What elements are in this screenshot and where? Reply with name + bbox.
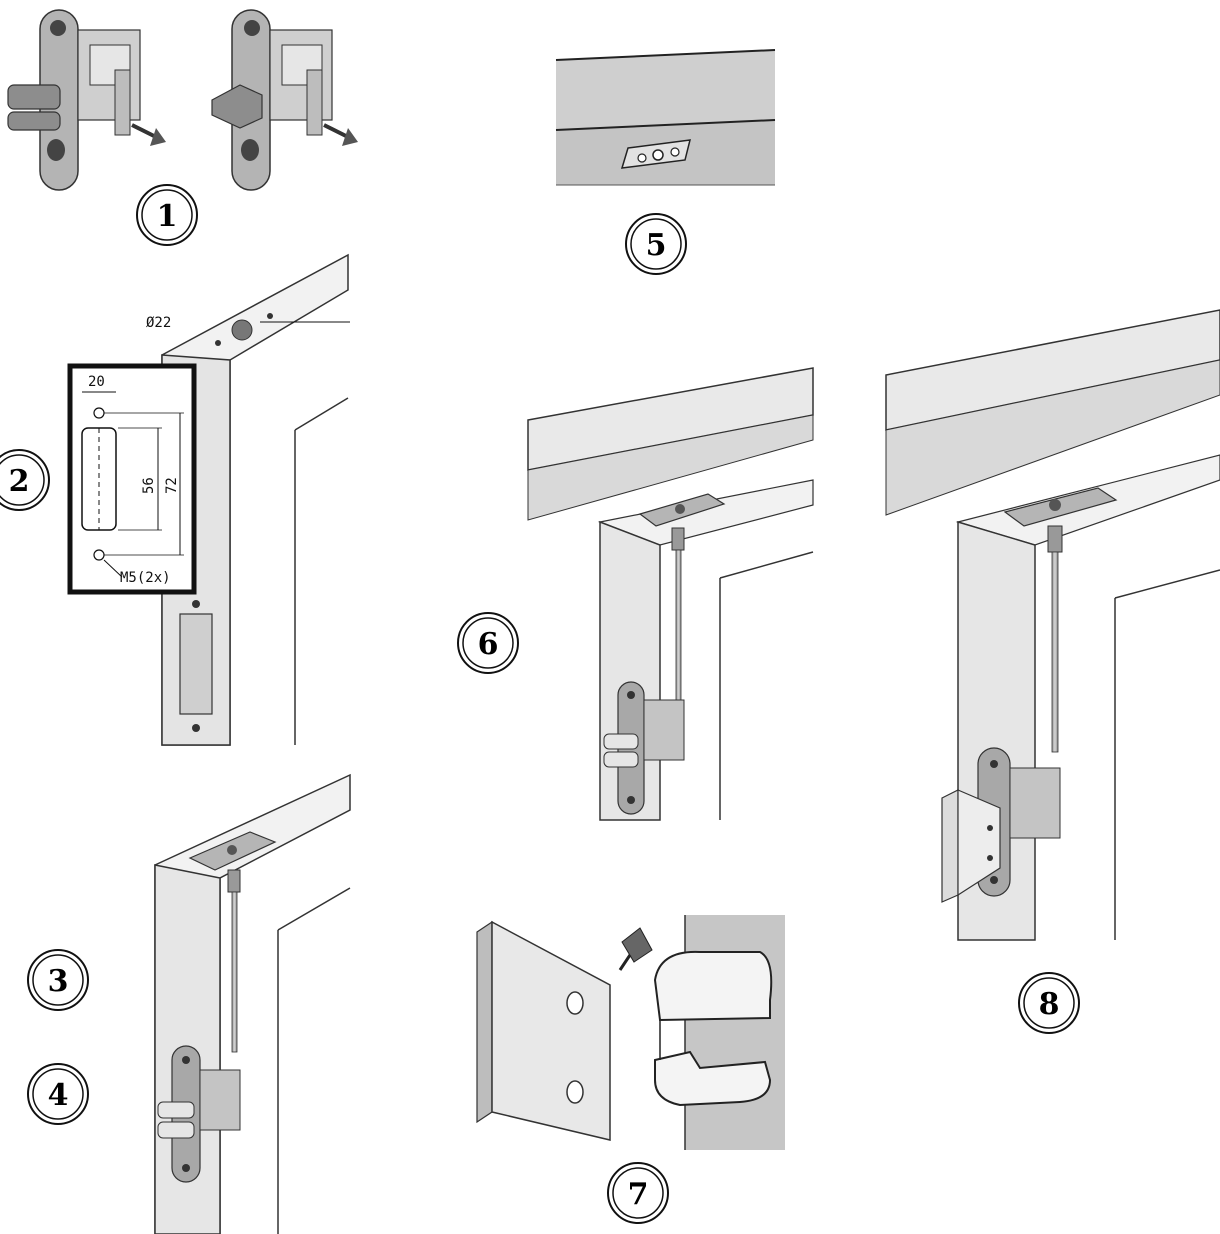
step-3-4-installed-latch xyxy=(154,773,351,1234)
step-badge-1: 1 xyxy=(136,184,198,246)
outer-height-label: 72 xyxy=(164,477,180,494)
screw-spec-label: M5(2x) xyxy=(120,570,171,586)
step-number-3: 3 xyxy=(48,964,69,999)
step-badge-6: 6 xyxy=(457,612,519,674)
step-number-1: 1 xyxy=(157,199,178,234)
step-8-frame-with-bracket xyxy=(885,309,1220,941)
step-badge-2: 2 xyxy=(0,449,50,511)
latch-assembly-open xyxy=(7,9,166,191)
step-badge-8: 8 xyxy=(1018,972,1080,1034)
step-5-strike-plate-detail xyxy=(555,49,776,186)
step-badge-7: 7 xyxy=(607,1162,669,1224)
step-badge-4: 4 xyxy=(27,1063,89,1125)
step-6-frame-with-latch xyxy=(527,367,814,821)
step-number-2: 2 xyxy=(9,464,30,499)
step-number-4: 4 xyxy=(48,1078,69,1113)
step-number-7: 7 xyxy=(628,1177,649,1212)
step-number-5: 5 xyxy=(646,228,667,263)
step-badge-5: 5 xyxy=(625,213,687,275)
latch-assembly-closed xyxy=(211,9,358,191)
step-number-8: 8 xyxy=(1039,987,1060,1022)
step-2-frame-drilling xyxy=(67,253,350,746)
width-dimension-label: 20 xyxy=(88,374,105,390)
dimension-labels: Ø22 20 56 72 M5(2x) xyxy=(88,315,180,586)
step-number-badges: 1 2 3 4 5 6 7 xyxy=(0,184,1080,1224)
step-7-bracket-catch xyxy=(476,915,785,1150)
hole-diameter-label: Ø22 xyxy=(146,315,171,331)
inner-height-label: 56 xyxy=(141,477,157,494)
step-number-6: 6 xyxy=(478,627,499,662)
step-badge-3: 3 xyxy=(27,949,89,1011)
step-1-latch-details xyxy=(7,9,358,191)
